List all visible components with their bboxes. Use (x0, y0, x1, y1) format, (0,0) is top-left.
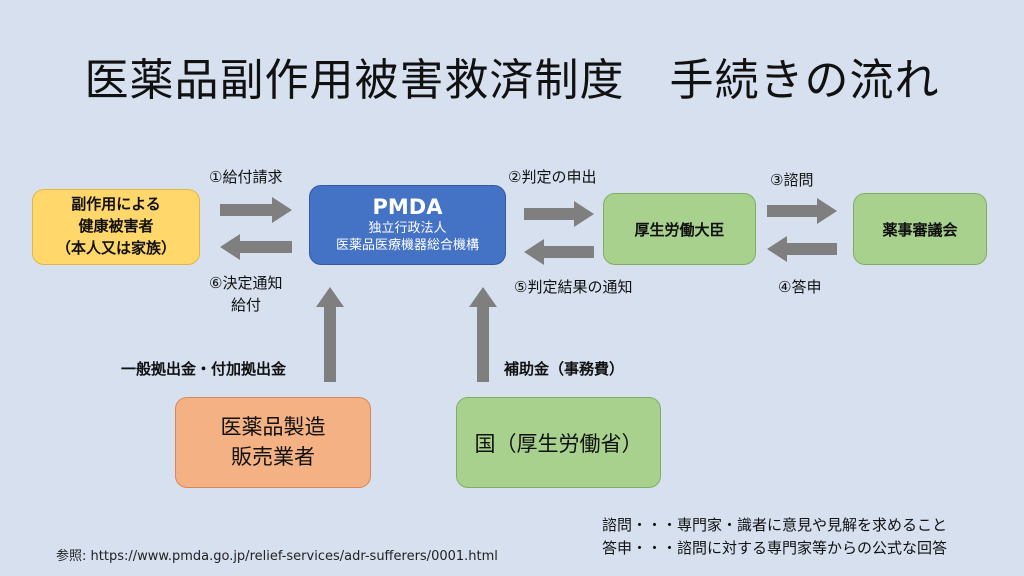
step-2-label: ②判定の申出 (508, 168, 597, 186)
step-6-label-line-1: ⑥決定通知 (209, 274, 283, 292)
arrow-right-request (524, 201, 594, 227)
step-5-label: ⑤判定結果の通知 (514, 278, 633, 296)
step-1-label: ①給付請求 (209, 168, 283, 186)
reference-link: 参照: https://www.pmda.go.jp/relief-servic… (56, 549, 498, 564)
minister-label: 厚生労働大臣 (634, 220, 725, 239)
maker-funding-label: 一般拠出金・付加拠出金 (121, 360, 287, 378)
maker-box: 医薬品製造 販売業者 (175, 397, 371, 488)
note-report: 答申・・・諮問に対する専門家等からの公式な回答 (602, 539, 948, 557)
country-label: 国（厚生労働省） (474, 431, 643, 456)
arrow-left-result (524, 239, 594, 265)
step-3-label: ③諮問 (770, 171, 814, 189)
country-box: 国（厚生労働省） (456, 397, 661, 488)
maker-line-1: 医薬品製造 (220, 415, 326, 440)
pmda-box: PMDA 独立行政法人 医薬品医療機器総合機構 (309, 185, 506, 265)
note-consultation: 諮問・・・専門家・識者に意見や見解を求めること (602, 516, 948, 534)
arrow-left-notice (220, 234, 292, 260)
pmda-sub-1: 独立行政法人 (368, 221, 447, 237)
maker-line-2: 販売業者 (231, 444, 315, 469)
applicant-line-1: 副作用による (71, 195, 161, 214)
applicant-line-2: 健康被害者 (78, 217, 154, 236)
council-label: 薬事審議会 (882, 220, 958, 239)
arrow-up-country-funding (469, 287, 497, 382)
pmda-sub-2: 医薬品医療機器総合機構 (335, 238, 479, 253)
arrow-left-report (767, 236, 837, 262)
step-6-label-line-2: 給付 (231, 296, 262, 314)
arrow-right-claim (220, 197, 292, 223)
arrow-up-maker-funding (316, 287, 344, 382)
step-4-label: ④答申 (778, 278, 822, 296)
applicant-line-3: （本人又は家族） (55, 238, 176, 257)
applicant-box: 副作用による 健康被害者 （本人又は家族） (32, 189, 200, 265)
pmda-name: PMDA (372, 195, 443, 220)
page-title: 医薬品副作用被害救済制度 手続きの流れ (84, 55, 940, 106)
country-funding-label: 補助金（事務費） (504, 360, 625, 378)
minister-box: 厚生労働大臣 (603, 193, 756, 265)
arrow-right-consult (767, 198, 837, 224)
council-box: 薬事審議会 (853, 193, 987, 265)
